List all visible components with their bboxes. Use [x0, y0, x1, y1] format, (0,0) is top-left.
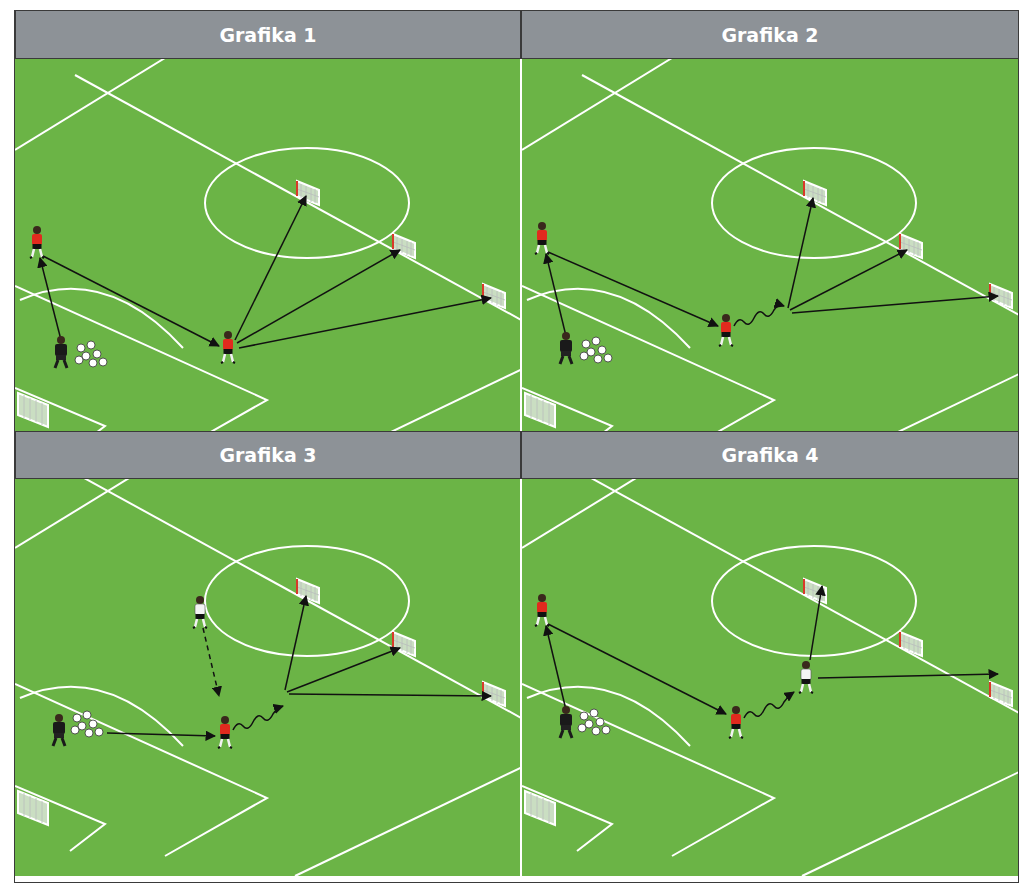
- panel-title: Grafika 1: [219, 24, 316, 46]
- panel-header: Grafika 3: [15, 431, 521, 479]
- panel-header: Grafika 1: [15, 10, 521, 59]
- panel-title: Grafika 3: [219, 444, 316, 466]
- panel-header: Grafika 4: [521, 431, 1019, 479]
- panel-header: Grafika 2: [521, 10, 1019, 59]
- panel-title: Grafika 4: [721, 444, 818, 466]
- panel-title: Grafika 2: [721, 24, 818, 46]
